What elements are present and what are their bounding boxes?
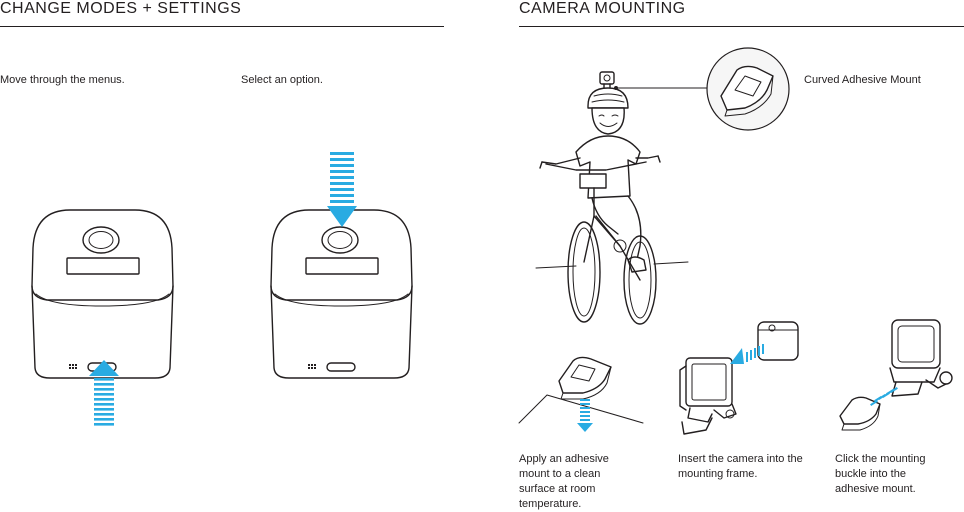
section-title-change-modes: CHANGE MODES + SETTINGS <box>0 0 242 17</box>
buckle-mount-illustration <box>839 319 953 431</box>
bicycle-rider-illustration <box>535 71 689 325</box>
caption-move-menus: Move through the menus. <box>0 74 125 86</box>
arrow-down-icon <box>327 152 357 227</box>
arrow-up-icon <box>89 360 119 426</box>
adhesive-mount-icon <box>706 47 790 131</box>
label-curved-adhesive-mount: Curved Adhesive Mount <box>804 74 921 86</box>
caption-insert-camera: Insert the camera into the mounting fram… <box>678 453 803 480</box>
mounting-frame-icon <box>679 321 799 435</box>
section-divider-right <box>519 26 964 27</box>
caption-click-buckle: Click the mounting buckle into the adhes… <box>835 453 926 495</box>
apply-mount-illustration <box>518 356 644 432</box>
section-title-camera-mounting: CAMERA MOUNTING <box>519 0 686 17</box>
camera-icon <box>31 209 174 379</box>
caption-apply-mount: Apply an adhesive mount to a clean surfa… <box>519 453 609 510</box>
camera-icon <box>270 209 413 379</box>
caption-select-option: Select an option. <box>241 74 323 86</box>
section-divider-left <box>0 26 444 27</box>
callout-line <box>614 86 711 90</box>
